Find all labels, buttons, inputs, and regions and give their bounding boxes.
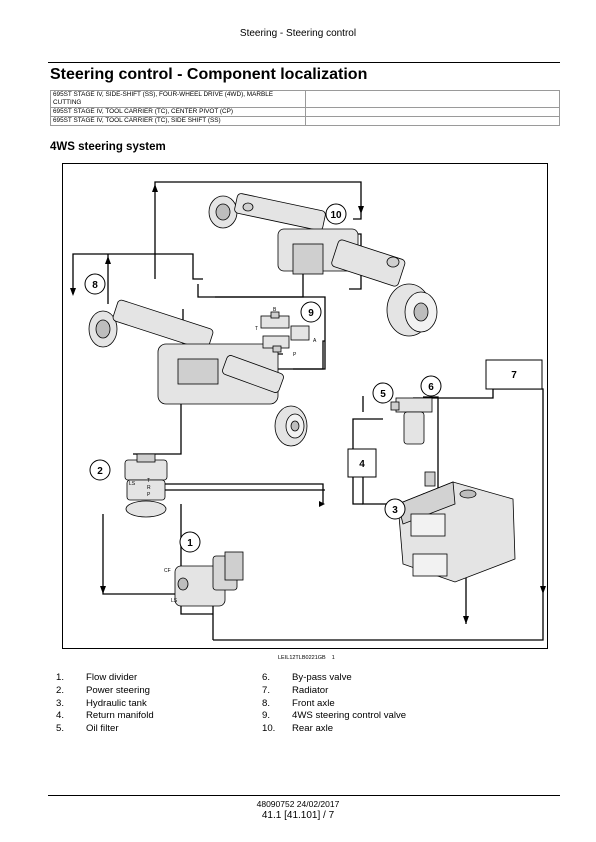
legend-label: 4WS steering control valve [292, 710, 407, 722]
callout-circles [84, 203, 442, 553]
legend-label: Radiator [292, 684, 329, 696]
callout-6: 6 [428, 382, 434, 393]
legend-number: 1. [56, 672, 65, 683]
empty-cell [305, 90, 560, 108]
legend-number: 7. [262, 684, 271, 696]
steering-system-figure: 1 2 3 4 5 6 7 8 9 10 LS T R P CF LS B T … [62, 163, 548, 649]
callout-9: 9 [308, 308, 314, 319]
model-cell: 695ST STAGE IV, TOOL CARRIER (TC), SIDE … [50, 116, 306, 126]
legend-item: 8. Front axle [262, 698, 406, 711]
legend-item: 5. Oil filter [56, 723, 154, 736]
legend-item: 7. Radiator [262, 685, 406, 698]
legend-item: 10. Rear axle [262, 723, 406, 736]
port-label-t-valve: T [255, 326, 258, 332]
legend-item: 9. 4WS steering control valve [262, 710, 406, 723]
radiator-box [485, 359, 543, 390]
legend-label: Oil filter [86, 723, 119, 735]
return-manifold-box [347, 448, 377, 478]
header-rule [48, 62, 560, 63]
legend-label: Rear axle [292, 723, 334, 735]
empty-cell [305, 107, 560, 117]
legend-left: 1. Flow divider 2. Power steering 3. Hydrau… [56, 672, 154, 736]
callout-circle [372, 382, 394, 404]
callout-circle [300, 301, 322, 323]
legend-label: By-pass valve [292, 672, 352, 683]
legend-label: Return manifold [86, 710, 154, 722]
callout-7: 7 [511, 370, 517, 381]
flow-divider [174, 551, 244, 607]
callout-circle [84, 273, 106, 295]
callout-circle [420, 375, 442, 397]
model-applicability-table: 695ST STAGE IV, SIDE-SHIFT (SS), FOUR-WH… [50, 90, 560, 126]
callout-2: 2 [97, 466, 103, 477]
callout-circle [384, 498, 406, 520]
legend-item: 3. Hydraulic tank [56, 698, 154, 711]
figure-ref-number: 1 [331, 655, 335, 661]
legend-item: 4. Return manifold [56, 710, 154, 723]
port-label-p: P [147, 492, 151, 498]
table-row: 695ST STAGE IV, TOOL CARRIER (TC), CENTE… [50, 107, 560, 117]
port-label-p-valve: P [293, 352, 297, 358]
legend-right: 6.By-pass valve 7.Radiator 8.Front axle … [262, 672, 406, 736]
callout-10: 10 [330, 210, 342, 221]
callout-5: 5 [380, 389, 386, 400]
power-steering-unit [124, 453, 168, 518]
page-footer: 48090752 24/02/2017 41.1 [41.101] / 7 [0, 799, 596, 821]
port-label-a: A [313, 338, 317, 344]
page-title: Steering control - Component localizatio… [50, 66, 368, 83]
model-cell: 695ST STAGE IV, SIDE-SHIFT (SS), FOUR-WH… [50, 90, 306, 108]
port-label-t: T [147, 478, 150, 484]
table-row: 695ST STAGE IV, TOOL CARRIER (TC), SIDE … [50, 116, 560, 126]
legend-label: Front axle [292, 697, 335, 709]
port-label-ls: LS [129, 481, 136, 487]
figure-ref-code: LEIL12TLB0221GB [278, 655, 326, 661]
legend-label: Power steering [86, 684, 150, 696]
legend-item: 2. Power steering [56, 685, 154, 698]
4ws-control-valve [260, 311, 310, 353]
legend-label: Hydraulic tank [86, 697, 147, 709]
page-header: Steering - Steering control [239, 28, 357, 39]
table-row: 695ST STAGE IV, SIDE-SHIFT (SS), FOUR-WH… [50, 90, 560, 108]
oil-filter [390, 397, 433, 445]
legend-item: 1. Flow divider [56, 672, 154, 685]
document-number: 48090752 24/02/2017 [256, 799, 340, 809]
front-axle [88, 299, 308, 447]
hydraulic-tank [397, 471, 516, 583]
legend-number: 5. [56, 723, 65, 735]
legend-item: 6. By-pass valve [262, 672, 406, 685]
steering-diagram: 1 2 3 4 5 6 7 8 9 10 LS T R P CF LS B T … [70, 181, 546, 641]
model-cell: 695ST STAGE IV, TOOL CARRIER (TC), CENTE… [50, 107, 306, 117]
section-title: 4WS steering system [50, 141, 166, 153]
port-label-cf: CF [164, 568, 171, 574]
footer-rule [48, 795, 560, 796]
legend-number: 2. [56, 684, 65, 696]
page-number: 41.1 [41.101] / 7 [261, 810, 335, 821]
callout-circle [89, 459, 111, 481]
legend-number: 9. [262, 710, 271, 722]
callout-circle [179, 531, 201, 553]
callout-8: 8 [92, 280, 98, 291]
callout-circle [325, 203, 347, 225]
legend-number: 6. [262, 672, 271, 683]
legend-label: Flow divider [86, 672, 138, 683]
port-label-ls-divider: LS [171, 598, 178, 604]
flow-arrows [70, 184, 546, 624]
legend-number: 3. [56, 697, 65, 709]
legend-number: 10. [262, 723, 276, 735]
port-label-b: B [273, 307, 277, 313]
port-label-r: R [147, 485, 151, 491]
callout-1: 1 [187, 538, 193, 549]
legend-number: 8. [262, 697, 271, 709]
rear-axle [208, 193, 438, 337]
figure-reference: LEIL12TLB0221GB 1 [278, 655, 335, 661]
legend-number: 4. [56, 710, 65, 722]
callout-3: 3 [392, 505, 398, 516]
empty-cell [305, 116, 560, 126]
callout-4: 4 [359, 459, 365, 470]
